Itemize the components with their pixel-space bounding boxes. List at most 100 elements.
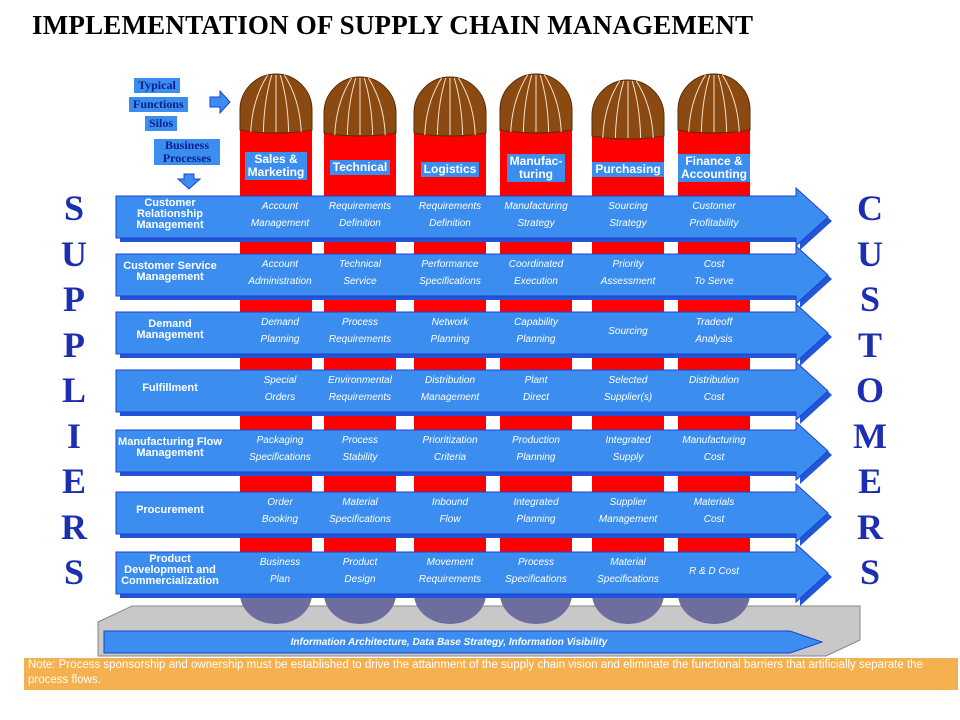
silo-cap-seam xyxy=(614,80,625,139)
customers-letter: T xyxy=(857,324,882,365)
silo-cap-seam xyxy=(522,74,533,133)
silo-cap-seam xyxy=(250,74,269,133)
function-label-2: Technical xyxy=(315,160,405,175)
process-arrow-body xyxy=(115,420,829,482)
process-cell: Inbound Flow xyxy=(431,497,469,525)
silo-cap-seam xyxy=(510,74,529,133)
suppliers-letter: U xyxy=(61,233,87,274)
suppliers-letter: S xyxy=(63,552,85,592)
silo-cap-seam xyxy=(635,80,654,139)
silo-cap-seam xyxy=(539,74,550,133)
process-arrow-icon xyxy=(115,186,832,250)
process-cell: Prioritization Criteria xyxy=(422,435,478,463)
process-cell: Supplier Management xyxy=(598,497,658,525)
process-cell: Movement Requirements xyxy=(418,557,482,585)
process-cell: Environmental Requirements xyxy=(328,375,392,403)
function-label-4: Manufac- turing xyxy=(491,154,581,182)
process-cell: Integrated Planning xyxy=(513,497,559,525)
process-cell: Sourcing xyxy=(608,325,648,337)
process-arrow-body xyxy=(115,482,829,544)
process-cell: Customer Profitability xyxy=(689,201,739,229)
process-name-2: Customer Service Management xyxy=(123,260,217,283)
process-cell: Tradeoff Analysis xyxy=(695,317,733,345)
process-name-6: Procurement xyxy=(136,503,204,516)
process-cell: Process Requirements xyxy=(328,317,392,345)
process-arrow-body xyxy=(115,186,829,248)
process-cell: Cost To Serve xyxy=(694,259,734,287)
silo-cap-seam xyxy=(543,74,562,133)
function-label-text: Purchasing xyxy=(592,162,664,177)
info-bar-label: Information Architecture, Data Base Stra… xyxy=(290,637,608,648)
process-arrow-body xyxy=(115,302,829,364)
process-cell: Integrated Supply xyxy=(605,435,651,463)
customers-letter: S xyxy=(859,279,881,319)
process-arrow-icon xyxy=(115,360,832,424)
customers-letter: O xyxy=(855,370,884,410)
process-cell: Product Design xyxy=(342,557,378,585)
info-bar-arrow xyxy=(103,630,824,654)
process-cell: Priority Assessment xyxy=(600,259,656,287)
process-arrow-body xyxy=(115,244,829,306)
customers-letter: C xyxy=(857,188,883,228)
arrow-right-icon xyxy=(209,89,231,115)
function-label-text: Sales & Marketing xyxy=(244,152,308,180)
silo-cap-seam xyxy=(453,77,464,136)
process-cell: Material Specifications xyxy=(329,497,391,525)
legend-functions: Functions xyxy=(129,97,188,112)
process-arrow-icon xyxy=(115,244,832,308)
silo-cap-seam xyxy=(457,77,476,136)
process-cell: Business Plan xyxy=(259,557,301,585)
silo-cap-seam xyxy=(283,74,302,133)
legend-typical: Typical xyxy=(134,78,180,93)
function-label-text: Technical xyxy=(329,160,391,175)
process-cell: Packaging Specifications xyxy=(249,435,311,463)
process-cell: Distribution Management xyxy=(420,375,480,403)
arrow-down-icon xyxy=(176,173,202,190)
process-cell: Coordinated Execution xyxy=(508,259,564,287)
process-arrow-group xyxy=(115,186,832,606)
process-cell: Selected Supplier(s) xyxy=(603,375,653,403)
process-cell: Account Administration xyxy=(248,259,312,287)
silo-cap-seam xyxy=(334,77,353,136)
process-name-5: Manufacturing Flow Management xyxy=(118,436,222,459)
customers-letter: R xyxy=(857,506,883,547)
function-label-text: Manufac- turing xyxy=(506,154,566,182)
legend-business-processes: Business Processes xyxy=(154,139,220,165)
customers-letter: S xyxy=(859,552,881,592)
silo-cap-seam xyxy=(631,80,642,139)
silo-cap-seam xyxy=(602,80,621,139)
suppliers-letter: R xyxy=(61,506,87,547)
function-label-3: Logistics xyxy=(405,162,495,177)
process-cell: R & D Cost xyxy=(688,565,739,577)
silo-cap-seam xyxy=(424,77,443,136)
page-title: IMPLEMENTATION OF SUPPLY CHAIN MANAGEMEN… xyxy=(32,10,754,40)
process-cell: Account Management xyxy=(250,201,310,229)
suppliers-letter: L xyxy=(61,370,86,410)
process-cell: Manufacturing Strategy xyxy=(504,201,568,229)
silo-cap-seam xyxy=(346,77,357,136)
silo-cap-seam xyxy=(700,74,711,133)
silo-cap-seam xyxy=(721,74,740,133)
process-cell: Sourcing Strategy xyxy=(608,201,648,229)
process-cell: Production Planning xyxy=(512,435,560,463)
process-cell: Capability Planning xyxy=(514,317,558,345)
process-name-4: Fulfillment xyxy=(142,381,198,394)
process-cell: Materials Cost xyxy=(693,497,735,525)
silo-cap-seam xyxy=(262,74,273,133)
process-arrow-icon xyxy=(115,482,832,546)
silo-cap-seam xyxy=(279,74,290,133)
silo-cap-seam xyxy=(688,74,707,133)
process-cell: Order Booking xyxy=(261,497,299,525)
customers-letter: M xyxy=(853,415,887,456)
process-cell: Plant Direct xyxy=(522,375,550,403)
note-box: Note: Process sponsorship and ownership … xyxy=(24,658,958,690)
suppliers-letter: S xyxy=(63,188,85,228)
process-cell: Requirements Definition xyxy=(418,201,482,229)
process-cell: Technical Service xyxy=(339,259,381,287)
process-cell: Distribution Cost xyxy=(688,375,740,403)
silo-cap-seam xyxy=(367,77,386,136)
process-cell: Process Specifications xyxy=(505,557,567,585)
process-arrow-icon xyxy=(115,542,832,606)
